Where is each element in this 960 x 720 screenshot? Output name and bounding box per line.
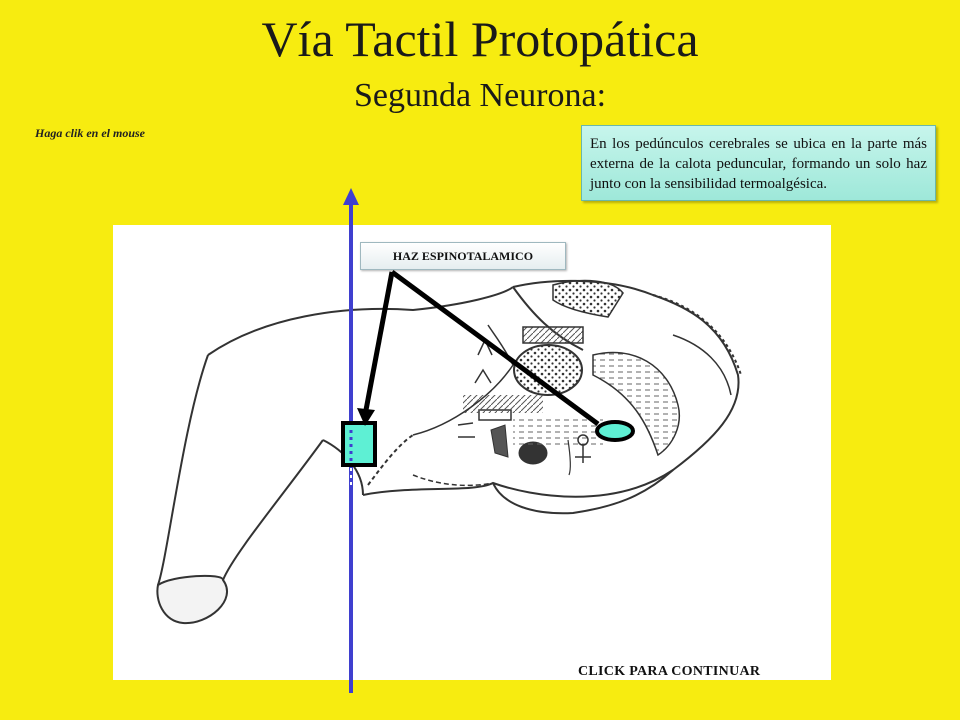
- basal-border: [412, 474, 494, 487]
- inner-arc: [412, 324, 514, 436]
- hatched-region: [522, 326, 584, 344]
- pathway-arrowhead: [343, 188, 359, 205]
- red-nucleus: [513, 344, 583, 396]
- click-hint: Haga clik en el mouse: [35, 126, 145, 140]
- continue-button[interactable]: CLICK PARA CONTINUAR: [578, 664, 761, 679]
- explanation-note: En los pedúnculos cerebrales se ubica en…: [581, 125, 936, 201]
- cerebral-peduncle: [592, 351, 680, 457]
- slide-title: Vía Tactil Protopática: [261, 11, 699, 67]
- medulla-outline: [156, 286, 514, 625]
- brainstem-body: [362, 279, 742, 515]
- slide-subtitle: Segunda Neurona:: [353, 77, 607, 114]
- tract-label: HAZ ESPINOTALAMICO: [360, 242, 566, 270]
- brainstem-drawing-panel: [113, 225, 831, 680]
- dotted-tectum: [552, 279, 624, 318]
- peduncle-border: [672, 334, 732, 396]
- brainstem-drawing: [156, 279, 742, 625]
